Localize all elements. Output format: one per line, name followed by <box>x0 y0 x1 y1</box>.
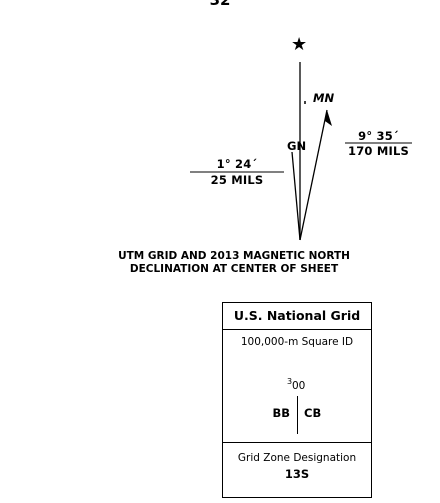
grid-degrees: 1° 24´ <box>216 157 258 171</box>
magnetic-mils: 170 MILS <box>348 144 409 158</box>
grid-hundred: 00 <box>292 380 306 392</box>
grid-superscript: 3 <box>287 377 293 386</box>
usng-box: U.S. National Grid 100,000-m Square ID 3… <box>222 302 372 498</box>
square-id-section: 100,000-m Square ID 3 00 BB CB <box>223 336 371 443</box>
usng-title: U.S. National Grid <box>223 303 371 330</box>
gzd-label: Grid Zone Designation <box>237 452 357 464</box>
gn-label: GN <box>287 139 307 153</box>
caption-line-1: UTM GRID AND 2013 MAGNETIC NORTH <box>118 250 350 262</box>
declination-diagram <box>190 62 412 241</box>
left-square-id: BB <box>272 406 290 420</box>
magnetic-north-line <box>299 109 328 241</box>
grid-north-line <box>291 151 301 241</box>
square-divider <box>297 396 298 434</box>
gzd-value: 13S <box>284 467 310 481</box>
mn-label: MN <box>313 91 335 105</box>
square-id-label: 100,000-m Square ID <box>240 336 354 348</box>
true-north-star-icon: ★ <box>291 34 308 55</box>
magnetic-degrees: 9° 35´ <box>358 129 399 143</box>
page-number: 32 <box>209 0 231 9</box>
caption-line-2: DECLINATION AT CENTER OF SHEET <box>129 262 339 275</box>
mn-arrowhead <box>325 110 332 126</box>
right-square-id: CB <box>304 406 322 420</box>
declination-caption: UTM GRID AND 2013 MAGNETIC NORTH DECLINA… <box>0 250 440 275</box>
grid-mils: 25 MILS <box>210 173 264 187</box>
